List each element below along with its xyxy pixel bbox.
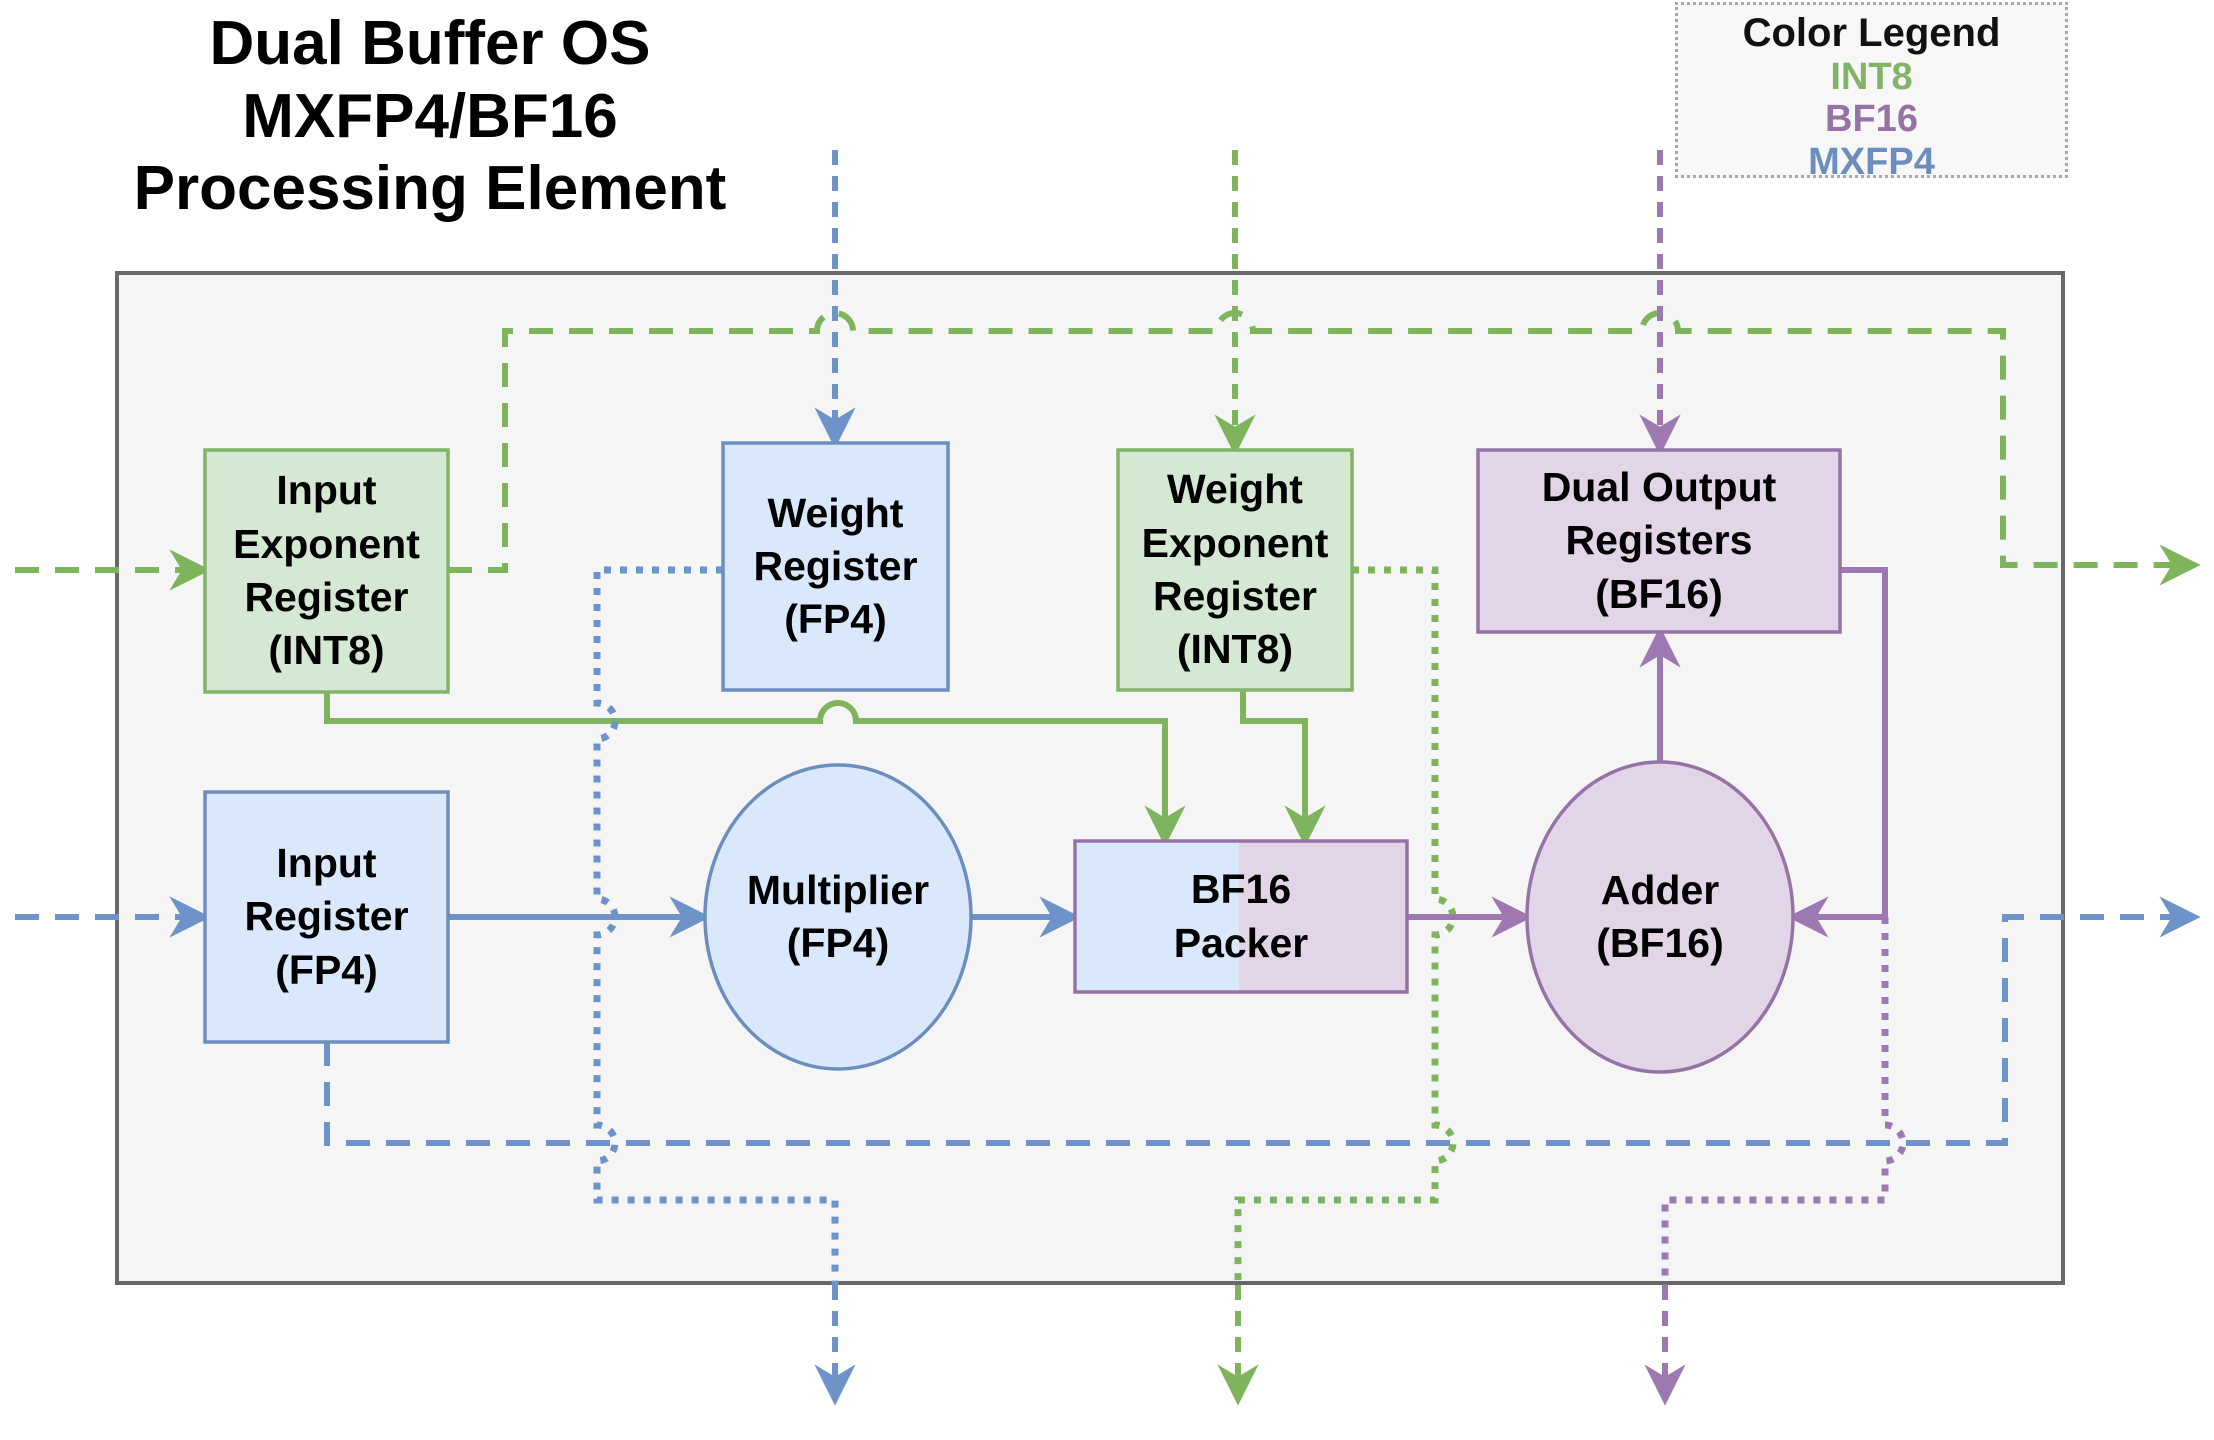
node-multiplier-shape <box>703 763 973 1071</box>
edge-mxfp4-weight-dotted-route <box>593 566 839 1285</box>
page-title: Dual Buffer OS MXFP4/BF16 Processing Ele… <box>133 9 727 224</box>
legend-item-mxfp4: MXFP4 <box>1808 140 1935 183</box>
node-weight-register-shape <box>721 441 950 692</box>
edge-bf16-feedback-to-adder <box>1787 567 1888 938</box>
node-adder: Adder (BF16) <box>1596 866 1724 966</box>
node-multiplier: Multiplier (FP4) <box>746 866 930 966</box>
edge-int8-exponent-dotted-route <box>1234 566 1457 1285</box>
processing-element-boundary <box>115 271 2065 1285</box>
node-weight-exponent-register: Weight Exponent Register (INT8) <box>1141 466 1329 673</box>
node-bf16-packer-shape <box>1073 839 1409 994</box>
edge-mxfp4-passthrough-out <box>324 896 2201 1146</box>
legend-item-bf16: BF16 <box>1825 98 1918 141</box>
color-legend: Color Legend INT8 BF16 MXFP4 <box>1675 2 2068 183</box>
node-adder-shape <box>1525 760 1795 1074</box>
node-dual-output-registers-shape <box>1476 448 1842 634</box>
node-dual-output-registers: Dual Output Registers (BF16) <box>1541 464 1777 617</box>
bf16-packer-right-half <box>1239 841 1407 992</box>
node-weight-register: Weight Register (FP4) <box>753 489 918 643</box>
edge-bf16-dotted-route <box>1661 917 1907 1285</box>
bf16-packer-border <box>1073 839 1409 994</box>
node-bf16-packer: BF16 Packer <box>1173 866 1309 966</box>
node-input-register: Input Register (FP4) <box>244 840 409 993</box>
node-input-exponent-register: Input Exponent Register (INT8) <box>233 467 420 674</box>
node-input-exponent-register-shape <box>203 448 450 694</box>
legend-item-int8: INT8 <box>1830 55 1913 98</box>
edge-int8-weight-exp-to-packer <box>1240 690 1326 847</box>
edge-int8-input-exp-to-packer <box>324 692 1186 847</box>
node-weight-exponent-register-shape <box>1116 448 1354 692</box>
bf16-packer-left-half <box>1075 841 1239 992</box>
node-input-register-shape <box>203 790 450 1044</box>
legend-title: Color Legend <box>1742 11 2001 55</box>
